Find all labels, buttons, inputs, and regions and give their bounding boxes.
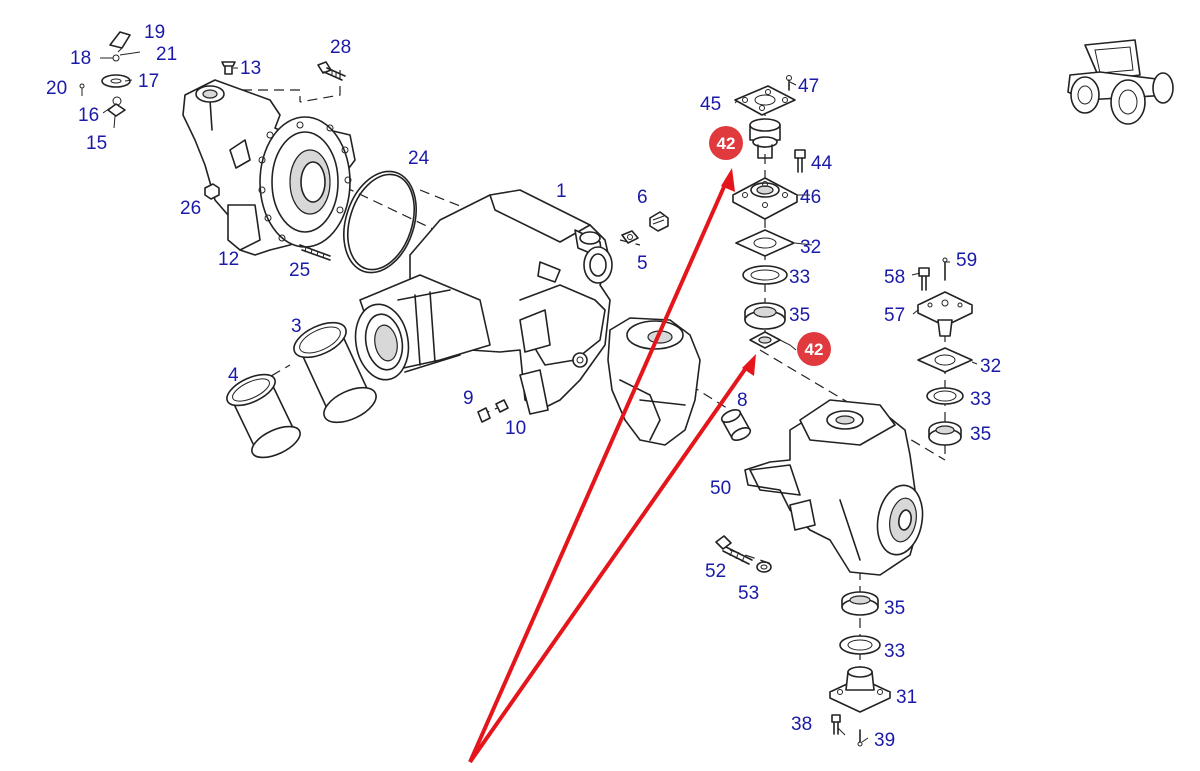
axle-housing — [409, 189, 613, 415]
label-part-59: 59 — [956, 250, 977, 271]
label-part-26: 26 — [180, 198, 201, 219]
arrow-head-top — [721, 168, 735, 192]
label-part-46: 46 — [800, 187, 821, 208]
label-part-33-right: 33 — [970, 389, 991, 410]
stud-25 — [299, 244, 331, 261]
kingpin-stack-upper — [732, 75, 806, 351]
label-part-50: 50 — [710, 478, 731, 499]
label-part-21: 21 — [156, 44, 177, 65]
plug-9 — [477, 407, 491, 423]
label-part-53: 53 — [738, 583, 759, 604]
label-part-9: 9 — [463, 388, 474, 409]
badge-42-top: 42 — [709, 126, 743, 160]
seal-10 — [495, 399, 509, 413]
label-part-39: 39 — [874, 730, 895, 751]
label-part-35-upper: 35 — [789, 305, 810, 326]
label-part-31: 31 — [896, 687, 917, 708]
axle-tube — [354, 274, 491, 381]
label-part-8: 8 — [737, 390, 748, 411]
part-labels: 19 18 21 20 17 16 15 13 28 24 1 6 5 26 1… — [46, 22, 1001, 751]
label-part-35-right: 35 — [970, 424, 991, 445]
label-part-16: 16 — [78, 105, 99, 126]
label-part-58: 58 — [884, 267, 905, 288]
label-part-52: 52 — [705, 561, 726, 582]
bolt-52 — [715, 535, 753, 565]
arrow-head-mid — [742, 354, 756, 376]
label-part-17: 17 — [138, 71, 159, 92]
label-part-32-right: 32 — [980, 356, 1001, 377]
label-part-38: 38 — [791, 714, 812, 735]
label-part-33-lower: 33 — [884, 641, 905, 662]
label-part-28: 28 — [330, 37, 351, 58]
label-part-45: 45 — [700, 94, 721, 115]
swivel-housing — [607, 317, 701, 446]
label-part-5: 5 — [637, 253, 648, 274]
label-part-57: 57 — [884, 305, 905, 326]
bush-4 — [226, 373, 301, 459]
label-part-10: 10 — [505, 418, 526, 439]
highlight-arrows — [468, 168, 756, 764]
leader-lines — [100, 51, 978, 743]
hub-housing — [182, 79, 356, 256]
label-part-32-upper: 32 — [800, 237, 821, 258]
label-part-3: 3 — [291, 316, 302, 337]
label-part-33-upper: 33 — [789, 267, 810, 288]
label-part-15: 15 — [86, 133, 107, 154]
bush-3 — [293, 321, 377, 424]
label-part-4: 4 — [228, 365, 239, 386]
label-part-12: 12 — [218, 249, 239, 270]
hub-bolt-holes — [258, 121, 352, 242]
arrow-to-mid-42 — [468, 363, 750, 764]
badge-42-mid-text: 42 — [805, 340, 824, 359]
label-part-6: 6 — [637, 187, 648, 208]
bolt-28 — [317, 61, 346, 81]
label-part-25: 25 — [289, 260, 310, 281]
label-part-19: 19 — [144, 22, 165, 43]
washer-53 — [756, 561, 772, 573]
label-part-18: 18 — [70, 48, 91, 69]
badge-42-mid: 42 — [797, 332, 831, 366]
o-ring-24 — [343, 170, 417, 274]
label-part-24: 24 — [408, 148, 430, 169]
bush-8 — [720, 409, 752, 441]
badge-42-top-text: 42 — [717, 134, 736, 153]
steering-knuckle — [744, 399, 924, 576]
kingpin-stack-right — [917, 257, 973, 446]
label-part-47: 47 — [798, 76, 819, 97]
label-part-35-lower: 35 — [884, 598, 905, 619]
seal-5 — [621, 230, 639, 244]
plug-6 — [649, 211, 669, 232]
arrow-to-top-42 — [468, 179, 729, 763]
breather-assembly — [79, 31, 236, 117]
label-part-20: 20 — [46, 78, 67, 99]
tractor-icon — [1067, 39, 1174, 125]
kingpin-stack-lower — [829, 591, 891, 747]
label-part-1: 1 — [556, 181, 567, 202]
nut-26 — [204, 183, 220, 200]
label-part-44: 44 — [811, 153, 833, 174]
label-part-13: 13 — [240, 58, 261, 79]
